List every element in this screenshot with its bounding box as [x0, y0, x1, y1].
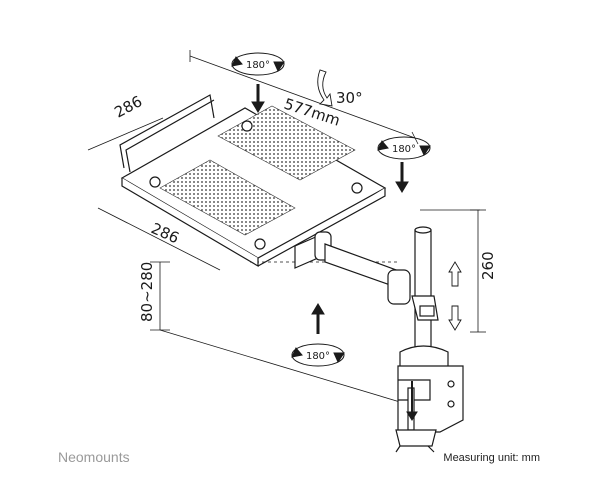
dim-tray-width: 286	[148, 219, 181, 247]
dim-pole-height: 260	[479, 251, 497, 280]
rotation-label-bottom: 180°	[306, 351, 330, 362]
laptop-tray	[119, 94, 387, 268]
desk-clamp	[395, 345, 464, 453]
measuring-unit-label: Measuring unit: mm	[443, 452, 540, 464]
rotation-label-top-left: 180°	[246, 60, 270, 71]
dim-height-range: 80~280	[138, 262, 156, 322]
rotation-icon-top-right	[377, 136, 431, 160]
rotation-icon-bottom	[291, 343, 345, 367]
brand-logo: Neomounts	[58, 449, 130, 465]
dim-tray-depth: 286	[111, 92, 145, 121]
height-adjust-arrow	[448, 261, 462, 331]
rotation-icon-top-left	[231, 52, 285, 76]
dim-tilt-angle: 30°	[336, 89, 363, 107]
movement-arrows	[251, 84, 418, 421]
mount-arm	[294, 226, 439, 363]
rotation-label-top-right: 180°	[392, 144, 416, 155]
tilt-icon	[317, 69, 333, 107]
